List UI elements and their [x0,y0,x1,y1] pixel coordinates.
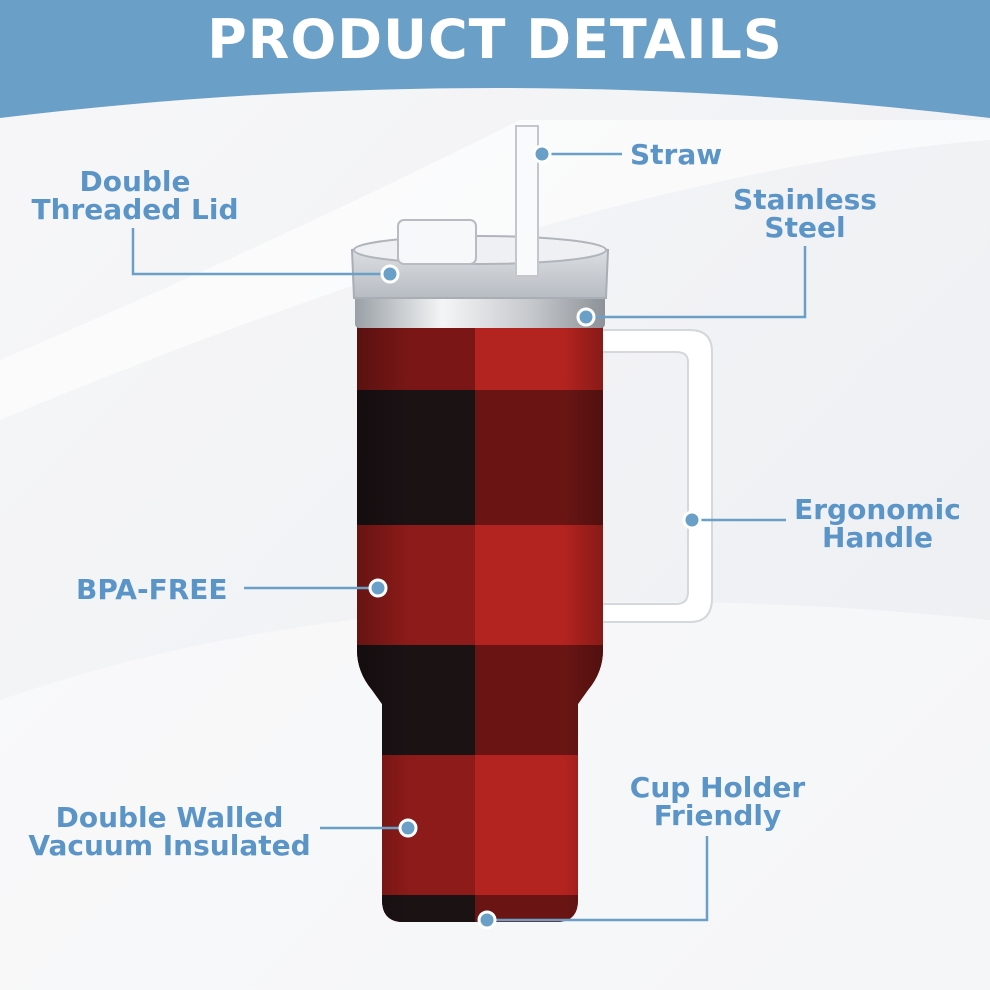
label-handle-line2: Handle [822,521,933,554]
label-lid-line1: Double [79,165,191,198]
label-steel-line2: Steel [764,211,846,244]
lid-slider [397,219,477,265]
straw [515,125,539,277]
label-lid-line2: Threaded Lid [31,193,239,226]
label-vacuum-line1: Double Walled [55,801,284,834]
dot-holder [477,910,497,930]
cup-body [357,322,603,922]
callout-dots [368,144,702,930]
dot-lid [380,264,400,284]
leader-lines [131,152,807,922]
dot-handle [682,510,702,530]
page-title: PRODUCT DETAILS [207,8,783,71]
label-steel-line1: Stainless [733,183,877,216]
label-handle: Ergonomic Handle [790,496,965,552]
steel-rim [355,296,605,328]
label-holder-line2: Friendly [653,799,782,832]
label-lid: Double Threaded Lid [30,168,240,224]
header-banner [0,0,990,118]
leader-lid [131,228,390,276]
leader-steel [586,246,807,319]
label-vacuum-line2: Vacuum Insulated [28,829,311,862]
dot-bpa [368,578,388,598]
dot-steel [576,307,596,327]
label-holder: Cup Holder Friendly [620,774,815,830]
leader-holder [487,836,709,922]
label-steel: Stainless Steel [725,186,885,242]
label-bpa: BPA-FREE [76,576,228,604]
label-handle-line1: Ergonomic [794,493,961,526]
dot-straw [532,144,552,164]
background-swoosh [0,120,990,420]
label-holder-line1: Cup Holder [629,771,806,804]
label-straw: Straw [630,141,722,169]
label-bpa-text: BPA-FREE [76,573,228,606]
dot-vacuum [398,818,418,838]
label-straw-text: Straw [630,138,723,171]
label-vacuum: Double Walled Vacuum Insulated [22,804,317,860]
